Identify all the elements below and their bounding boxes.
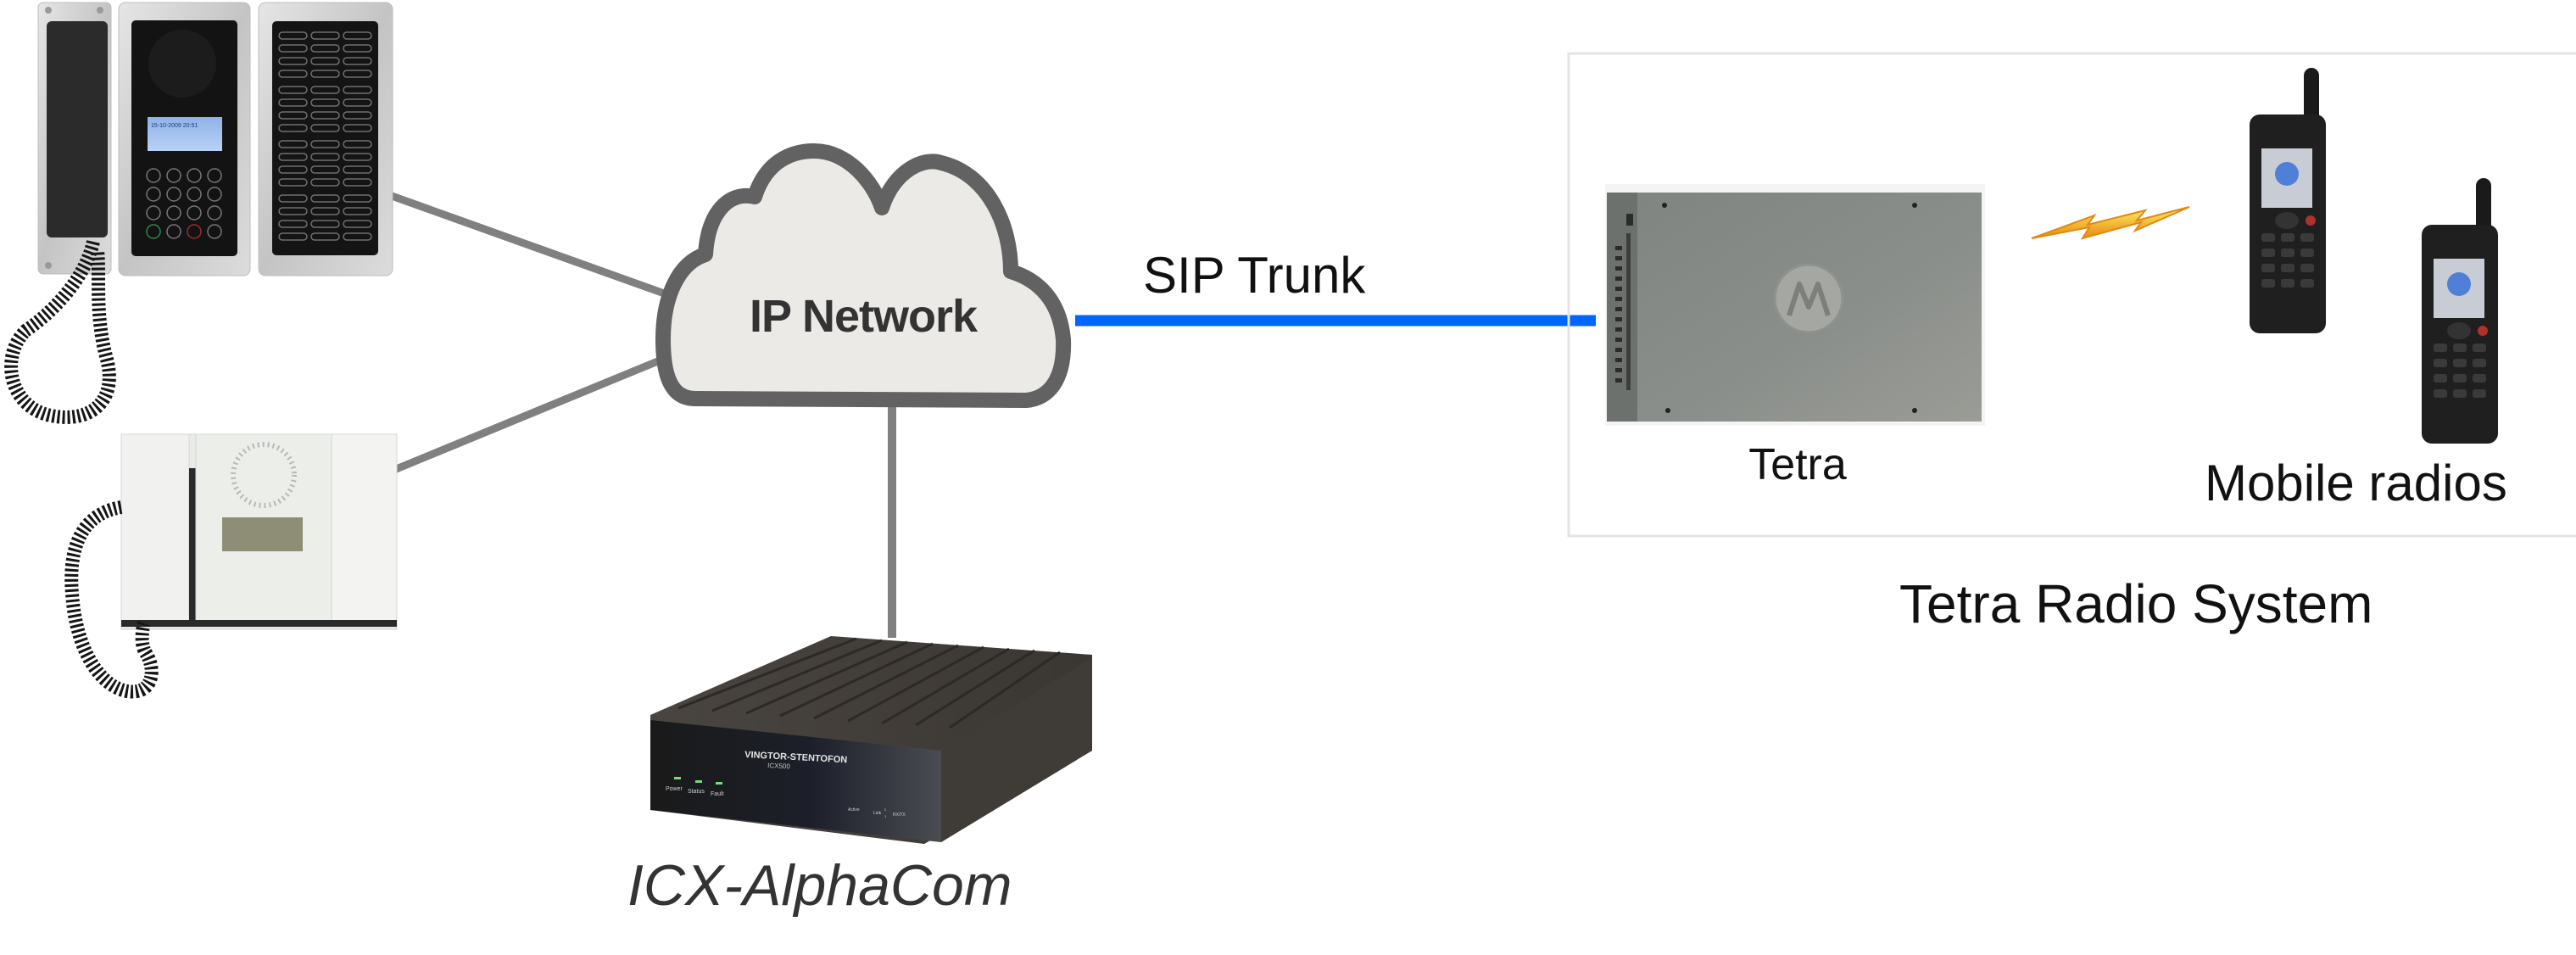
mobile-radio-icon [2250, 68, 2326, 333]
port-label-active: Active [848, 807, 860, 813]
led-label-power: Power [666, 786, 683, 792]
server-model-text: ICX500 [767, 762, 791, 770]
icx-alphacom-label: ICX-AlphaCom [627, 853, 1012, 918]
port-label-rxtx: RX/TX [893, 813, 906, 818]
led-label-status: Status [688, 789, 705, 795]
link-desk-to-network [388, 350, 676, 476]
panel-display-text: 15-10-2009 20:51 [151, 123, 198, 129]
mobile-radio-icon [2422, 178, 2498, 444]
intercom-panel-icon: 15-10-2009 20:51 [4, 2, 393, 424]
motorola-logo-icon [1787, 282, 1831, 316]
port-label-link: Link [873, 811, 882, 816]
wireless-link-icon [2031, 206, 2190, 240]
tetra-base-station-label: Tetra [1748, 440, 1847, 489]
connections [388, 192, 1596, 638]
port-label-2: 2 [884, 807, 887, 812]
tetra-base-station-icon [1605, 184, 1985, 426]
ip-network-label: IP Network [749, 291, 978, 342]
icx-alphacom-server-icon: VINGTOR-STENTOFON ICX500 Power Status Fa… [650, 636, 1092, 844]
port-label-1: 1 [884, 814, 887, 818]
ip-network-cloud-icon [655, 143, 1072, 408]
link-panel-to-network [390, 192, 680, 303]
desk-intercom-icon [64, 433, 398, 699]
led-label-fault: Fault [711, 791, 724, 797]
mobile-radios-label: Mobile radios [2205, 455, 2507, 511]
sip-trunk-label: SIP Trunk [1143, 247, 1366, 304]
tetra-system-box [1567, 52, 2576, 538]
tetra-radio-system-title: Tetra Radio System [1899, 573, 2373, 634]
